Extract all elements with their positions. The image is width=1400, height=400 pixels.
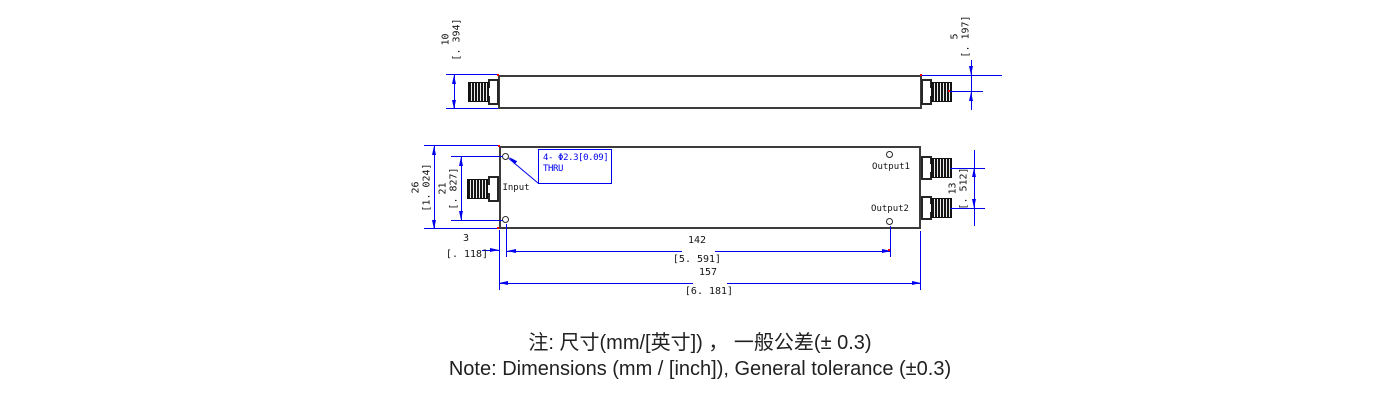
snap-marker [497, 227, 499, 229]
dim-26-mm: 26 [410, 181, 422, 194]
input-port-label: Input [502, 183, 530, 193]
side-left-connector-thread [468, 82, 489, 102]
dim-5-inch: [. 197] [960, 15, 971, 58]
dim-157-mm: 157 [698, 267, 718, 278]
mounting-hole-bottom-right [886, 218, 893, 225]
output1-port-label: Output1 [872, 162, 910, 172]
hole-callout-box: 4- Φ2.3[0.09] THRU [538, 149, 612, 184]
dim-142-inch: [5. 591] [672, 254, 722, 265]
snap-marker [920, 74, 922, 76]
side-view-body [498, 75, 922, 109]
snap-marker [497, 74, 499, 76]
input-connector-notch [487, 185, 493, 193]
hole-callout-line1: 4- Φ2.3[0.09] [543, 153, 609, 163]
dim-21-mm: 21 [437, 182, 449, 195]
dim-5-mm: 5 [949, 33, 961, 40]
hole-callout-line2: THRU [543, 164, 564, 174]
dim-13-mm: 13 [947, 182, 959, 195]
plan-view-body [499, 146, 921, 229]
dim-26-inch: [1. 024] [421, 163, 432, 212]
side-left-connector-notch [487, 88, 493, 96]
note-line-en: Note: Dimensions (mm / [inch]), General … [448, 358, 952, 380]
dim-3-inch: [. 118] [445, 249, 489, 260]
output1-connector-notch [927, 164, 933, 172]
output2-connector-notch [927, 204, 933, 212]
side-right-connector-notch [927, 88, 933, 96]
snap-marker [498, 145, 500, 147]
side-right-connector-thread [931, 82, 952, 102]
note-line-zh: 注: 尺寸(mm/[英寸]) ， 一般公差(± 0.3) [528, 332, 872, 354]
mounting-hole-bottom-left [502, 216, 509, 223]
dim-10-mm: 10 [440, 33, 452, 46]
dim-142-mm: 142 [687, 235, 707, 246]
snap-marker [888, 249, 890, 251]
dim-10-inch: [. 394] [451, 18, 462, 61]
snap-marker [948, 90, 950, 92]
mounting-hole-top-right [886, 151, 893, 158]
dim-3-mm: 3 [462, 233, 470, 244]
dim-157-inch: [6. 181] [684, 286, 734, 297]
dim-21-inch: [. 827] [448, 167, 459, 210]
output2-port-label: Output2 [871, 204, 909, 214]
dim-13-inch: [. 512] [958, 167, 969, 210]
input-connector-thread [467, 179, 488, 199]
drawing-note: 注: 尺寸(mm/[英寸]) ， 一般公差(± 0.3) Note: Dimen… [300, 330, 1100, 382]
